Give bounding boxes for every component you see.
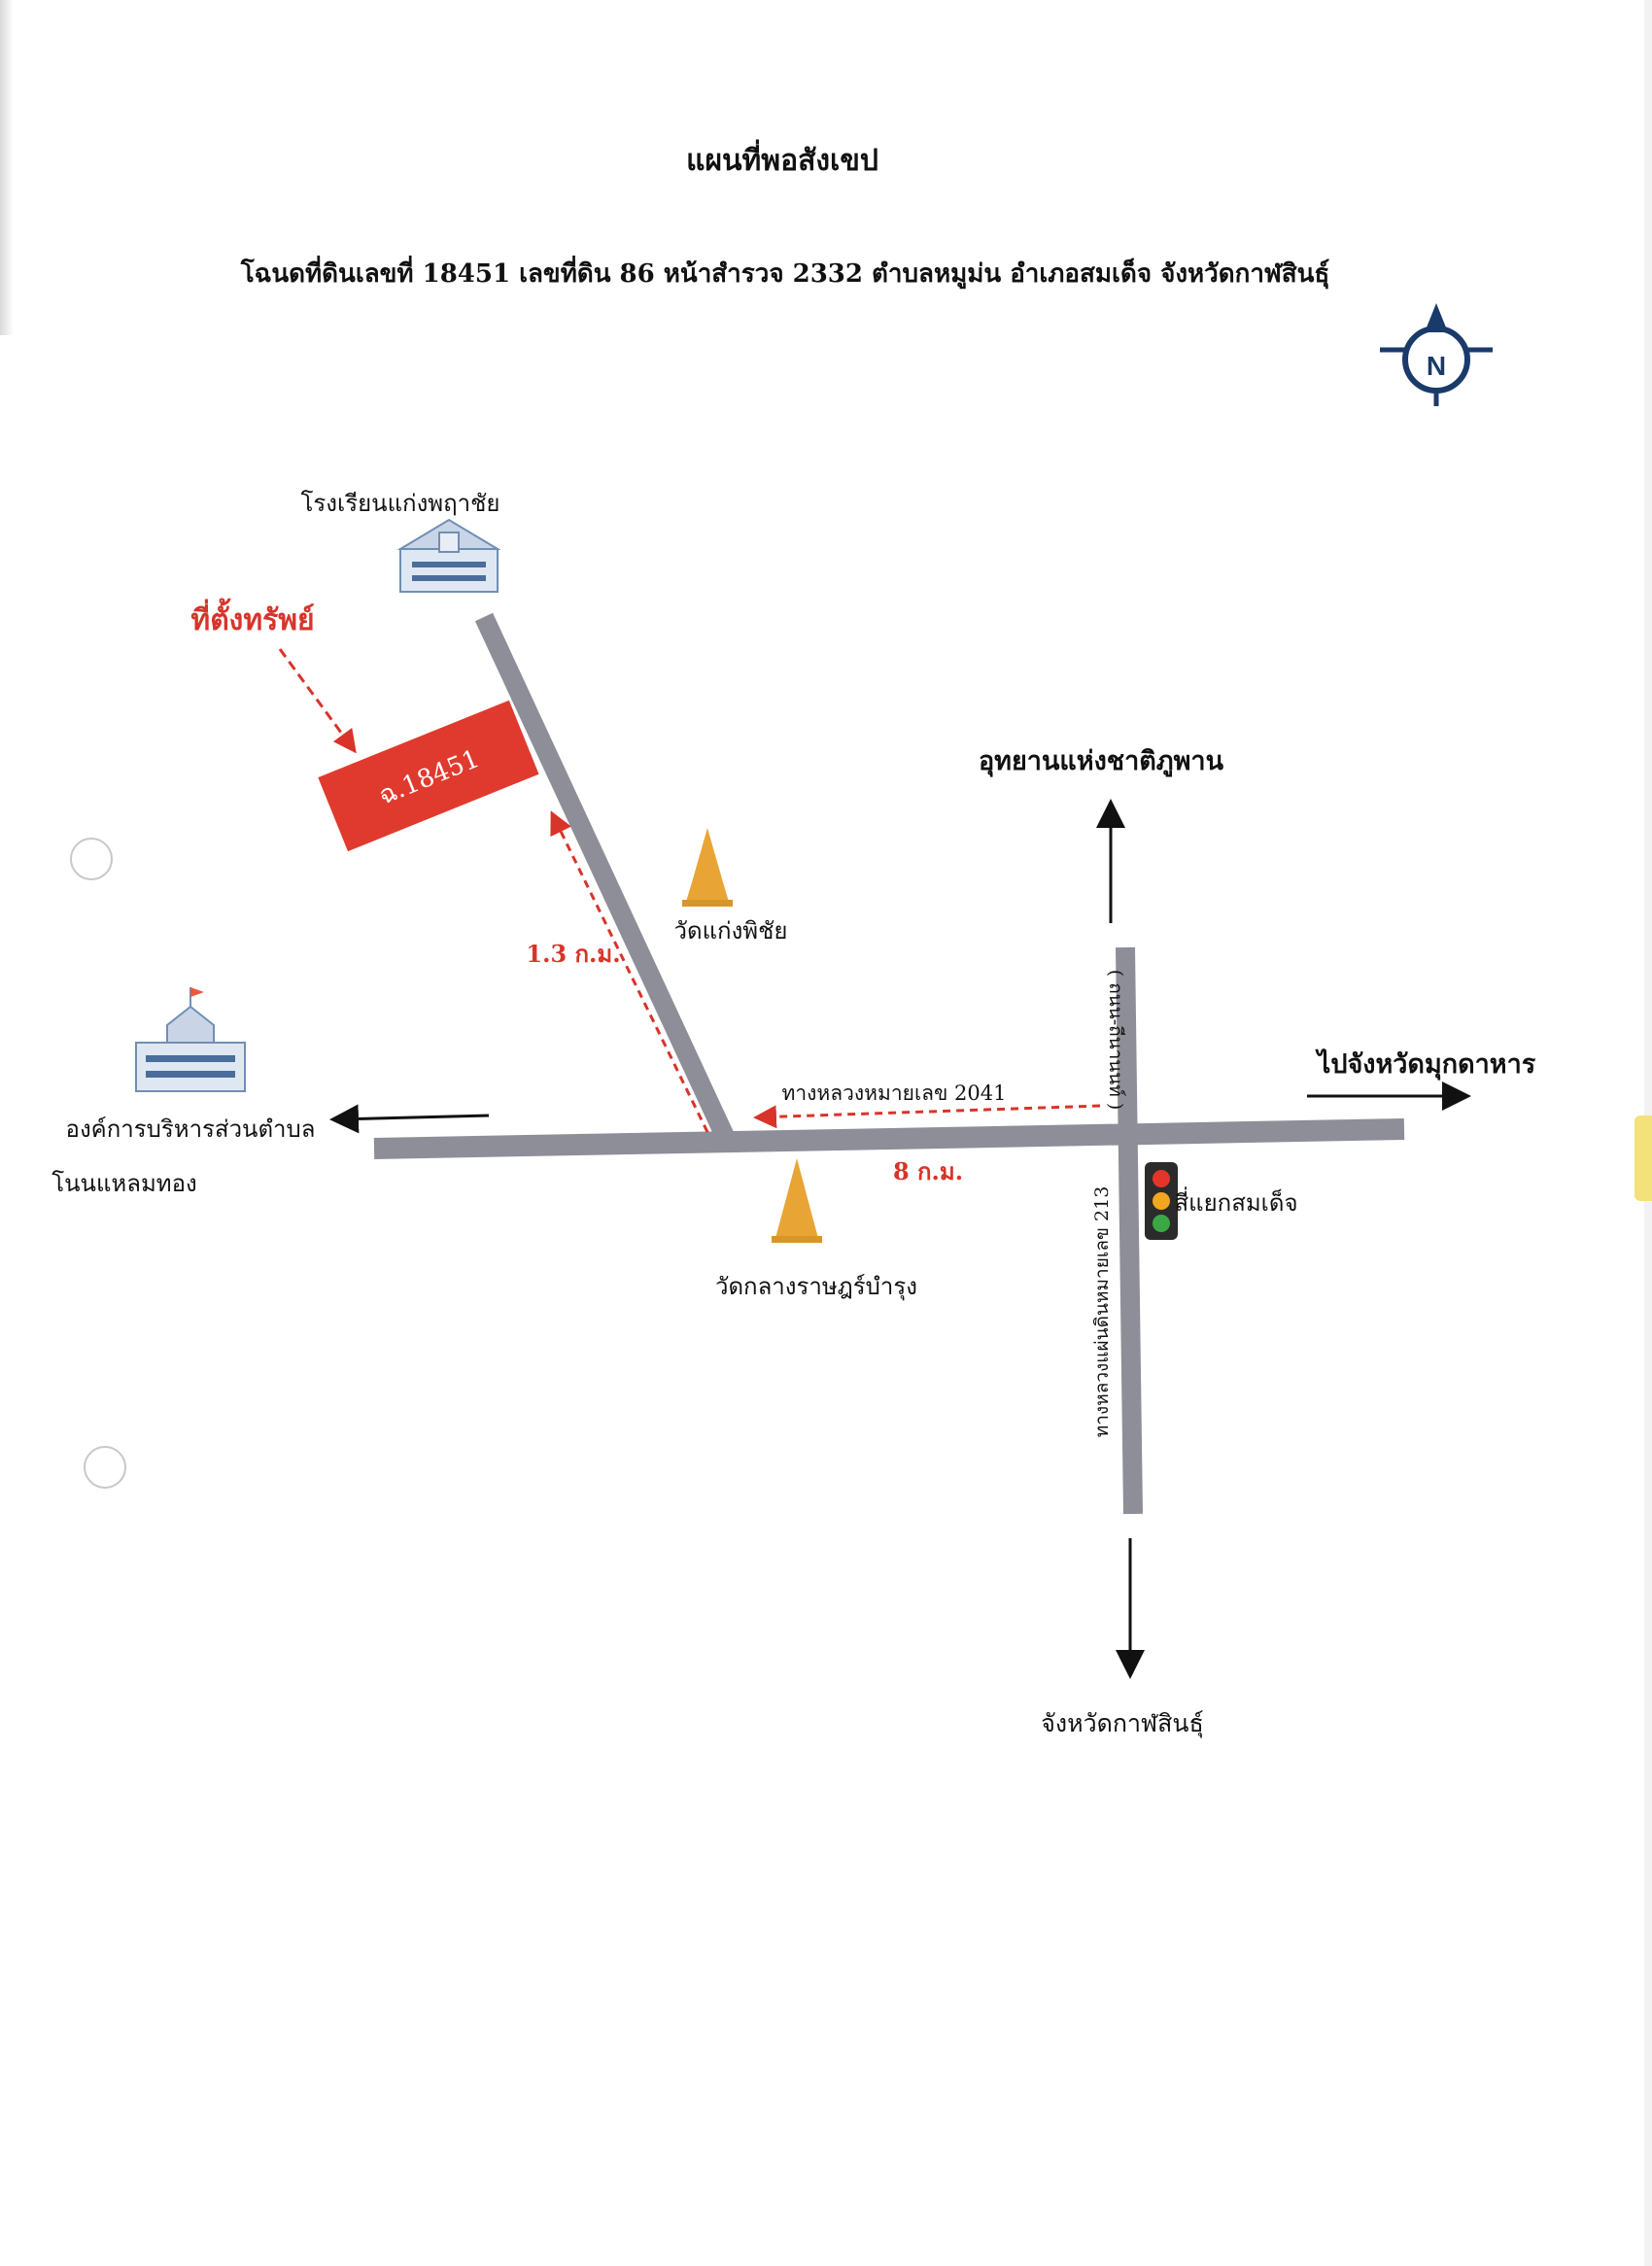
sticky-tab <box>1635 1116 1652 1201</box>
temple-pichai-label: วัดแก่งพิชัย <box>674 917 788 944</box>
property-pointer-arrow <box>278 648 357 754</box>
road-highway-213 <box>1116 946 1143 1515</box>
page-title: แผนที่พอสังเขป <box>686 139 878 178</box>
highway-2041-label: ทางหลวงหมายเลข 2041 <box>782 1082 1007 1105</box>
sao-label-line1: องค์การบริหารส่วนตำบล <box>66 1116 316 1143</box>
highway-distance-arrow <box>753 1104 1101 1129</box>
branch-distance-arrow <box>550 810 709 1133</box>
to-park-label: อุทยานแห่งชาติภูพาน <box>979 746 1224 777</box>
main-distance-label: 8 ก.ม. <box>893 1157 963 1185</box>
temple-klang-label: วัดกลางราษฎร์บำรุง <box>715 1273 917 1301</box>
west-direction-arrow <box>329 1104 490 1134</box>
property-parcel[interactable]: ฉ.18451 <box>318 700 539 852</box>
sao-label-line2: โนนแหลมทอง <box>52 1170 196 1197</box>
page-subtitle: โฉนดที่ดินเลขที่ 18451 เลขที่ดิน 86 หน้า… <box>240 255 1330 290</box>
compass-letter: N <box>1427 351 1446 381</box>
road-name-vertical-bottom: ทางหลวงแผ่นดินหมายเลข 213 <box>1091 1186 1113 1438</box>
to-kalasin-label: จังหวัดกาฬสินธุ์ <box>1041 1709 1203 1738</box>
temple-stupa-icon <box>772 1158 822 1243</box>
punch-hole <box>84 1446 126 1489</box>
traffic-light-icon <box>1145 1162 1178 1240</box>
junction-label: สี่แยกสมเด็จ <box>1174 1186 1297 1217</box>
school-icon <box>396 518 501 593</box>
road-branch <box>474 612 739 1150</box>
punch-hole <box>70 838 113 880</box>
scan-edge-shadow <box>0 0 14 335</box>
road-highway-2041 <box>373 1118 1405 1159</box>
office-building-icon <box>135 987 246 1092</box>
property-pointer-label: ที่ตั้งทรัพย์ <box>190 598 314 637</box>
school-label: โรงเรียนแก่งพฤาชัย <box>301 490 500 517</box>
branch-distance-label: 1.3 ก.ม. <box>526 940 620 968</box>
road-name-vertical-top: ( ถนน-ถีนานนท์ ) <box>1105 970 1126 1110</box>
to-mukdahan-label: ไปจังหวัดมุกดาหาร <box>1315 1048 1536 1081</box>
temple-stupa-icon <box>682 828 733 907</box>
compass-icon: N <box>1380 303 1493 406</box>
